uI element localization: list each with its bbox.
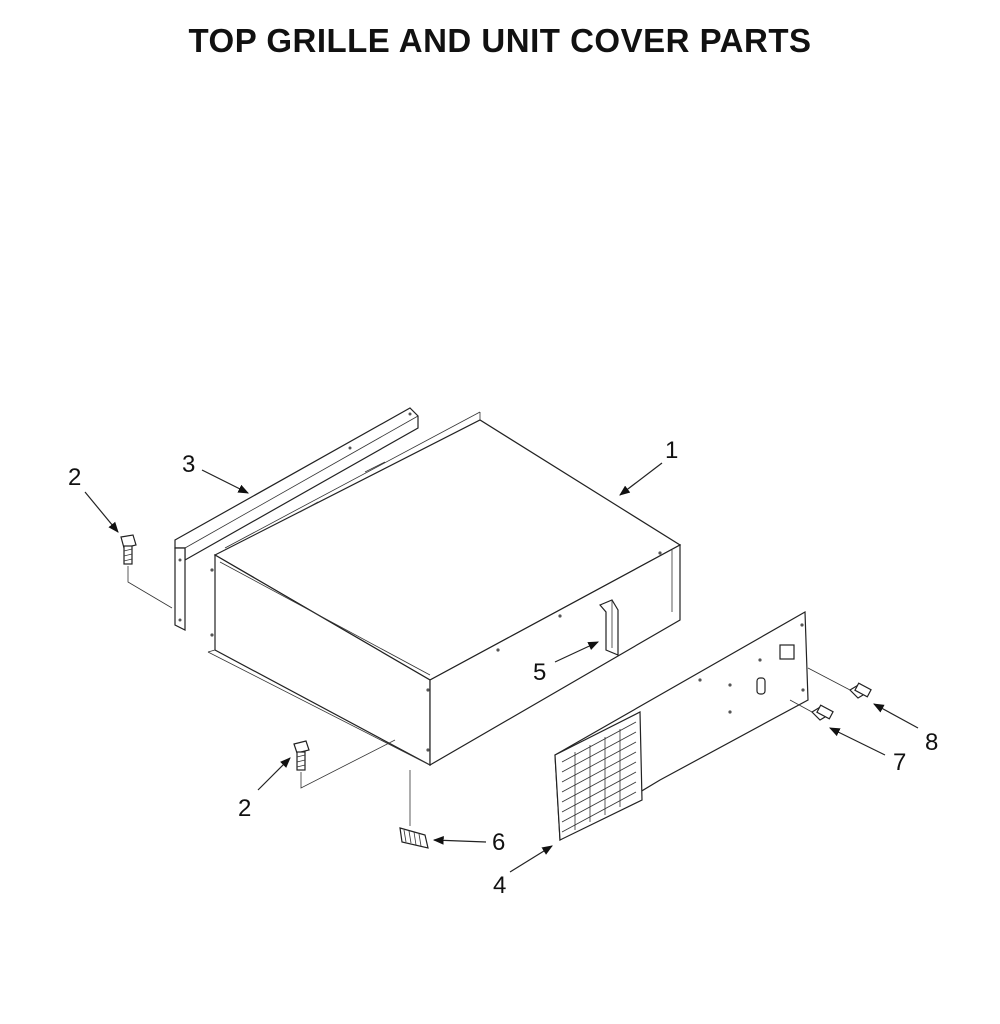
screw-part-upper: [120, 534, 173, 609]
screw-part-7: [789, 699, 834, 721]
bracket-part: [599, 599, 619, 656]
page-title: TOP GRILLE AND UNIT COVER PARTS: [188, 22, 812, 59]
grille-slots: [561, 721, 637, 833]
screw-part-8: [807, 667, 872, 699]
callout-1: 1: [665, 437, 678, 464]
callout-2-upper: 2: [68, 464, 81, 491]
callout-8: 8: [925, 729, 938, 756]
front-grille-panel-part: [554, 610, 809, 842]
callout-6: 6: [492, 829, 505, 856]
unit-cover-part: [207, 411, 682, 767]
callout-5: 5: [533, 659, 546, 686]
callout-4: 4: [493, 872, 506, 899]
screw-part-lower: [293, 739, 396, 789]
callout-7: 7: [893, 749, 906, 776]
callout-2-lower: 2: [238, 795, 251, 822]
clip-part: [399, 770, 429, 849]
callout-3: 3: [182, 451, 195, 478]
rear-rail-part: [174, 407, 419, 631]
